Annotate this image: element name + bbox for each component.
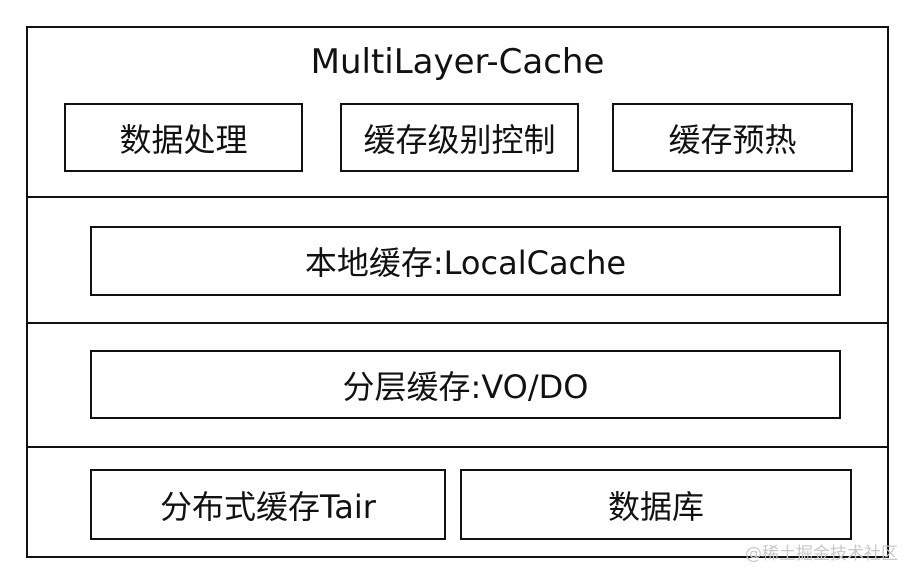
layer-divider (28, 196, 887, 198)
diagram-title: MultiLayer-Cache (310, 42, 605, 82)
distributed-cache-tair-box: 分布式缓存Tair (90, 469, 446, 540)
layer-divider (28, 322, 887, 324)
local-cache-box: 本地缓存:LocalCache (90, 226, 841, 296)
database-box: 数据库 (460, 469, 852, 540)
multilayer-cache-diagram: MultiLayer-Cache 数据处理 缓存级别控制 缓存预热 本地缓存:L… (26, 26, 889, 558)
watermark: @稀土掘金技术社区 (745, 544, 898, 564)
data-processing-box: 数据处理 (64, 103, 303, 172)
layer-divider (28, 446, 887, 448)
layered-cache-box: 分层缓存:VO/DO (90, 350, 841, 419)
cache-level-control-box: 缓存级别控制 (340, 103, 579, 172)
cache-preheat-box: 缓存预热 (612, 103, 853, 172)
